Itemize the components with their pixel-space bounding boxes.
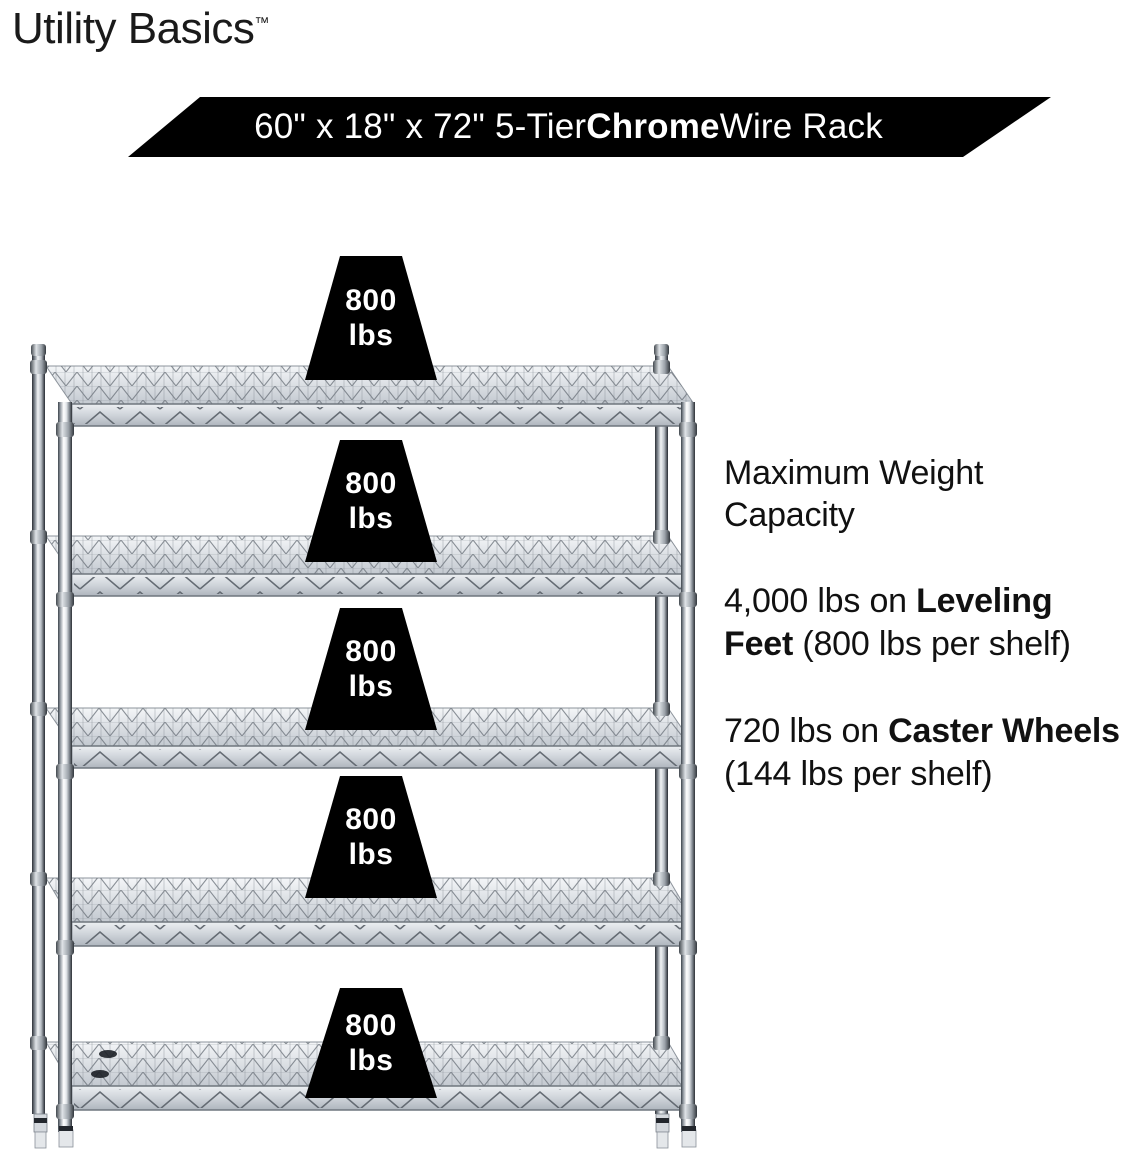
- leveling-foot-front-left: [58, 1129, 74, 1148]
- caster-tail: (144 lbs per shelf): [724, 754, 993, 793]
- leveling-feet-capacity: 4,000 lbs on Leveling Feet (800 lbs per …: [724, 580, 1123, 666]
- badge-unit: lbs: [348, 502, 394, 535]
- post-cap-rear-left: [31, 344, 46, 356]
- capacity-copy-block: Maximum Weight Capacity 4,000 lbs on Lev…: [724, 452, 1123, 796]
- leveling-feet: [33, 1113, 697, 1149]
- banner-title-prefix: 60" x 18" x 72" 5-Tier: [254, 107, 587, 146]
- post-cap-rear-right: [654, 344, 669, 356]
- brand-logo: Utility Basics™: [12, 4, 269, 54]
- caster-lead: 720 lbs on: [724, 711, 889, 750]
- badge-label: 800 lbs: [305, 440, 437, 562]
- leveling-emphasis: Leveling Feet: [724, 582, 1053, 664]
- product-title-banner: 60" x 18" x 72" 5-Tier Chrome Wire Rack: [0, 97, 1123, 157]
- post-collars: [30, 360, 697, 1119]
- badge-amount: 800: [345, 634, 397, 668]
- badge-trapezoid-shape: [305, 608, 437, 730]
- weight-badge-shelf-3: 800 lbs: [305, 608, 437, 730]
- badge-amount: 800: [345, 466, 397, 500]
- badge-label: 800 lbs: [305, 776, 437, 898]
- shelf-1: [45, 365, 695, 427]
- badge-trapezoid-shape: [305, 256, 437, 380]
- brand-name: Utility Basics: [12, 4, 255, 53]
- leveling-foot-rear-left: [34, 1131, 47, 1149]
- weight-badge-shelf-1: 800 lbs: [305, 256, 437, 380]
- badge-amount: 800: [345, 283, 397, 317]
- banner-title: 60" x 18" x 72" 5-Tier Chrome Wire Rack: [0, 97, 1123, 157]
- caster-wheels-capacity: 720 lbs on Caster Wheels (144 lbs per sh…: [724, 710, 1123, 796]
- badge-unit: lbs: [348, 838, 394, 871]
- leveling-foot-rear-right: [656, 1131, 669, 1149]
- banner-shape: [128, 97, 1051, 157]
- badge-amount: 800: [345, 802, 397, 836]
- badge-trapezoid-shape: [305, 988, 437, 1098]
- leveling-foot-front-right: [681, 1129, 697, 1148]
- trademark-symbol: ™: [254, 14, 270, 32]
- badge-trapezoid-shape: [305, 776, 437, 898]
- capacity-heading: Maximum Weight Capacity: [724, 454, 984, 535]
- banner-title-suffix: Wire Rack: [719, 107, 883, 146]
- shelf-4: [45, 877, 695, 947]
- badge-unit: lbs: [348, 670, 394, 703]
- post-rear-left: [32, 348, 45, 1114]
- badge-unit: lbs: [348, 1044, 394, 1077]
- badge-label: 800 lbs: [305, 988, 437, 1098]
- leveling-lead: 4,000 lbs on: [724, 582, 917, 621]
- leveling-tail: (800 lbs per shelf): [793, 625, 1071, 664]
- weight-badge-shelf-4: 800 lbs: [305, 776, 437, 898]
- badge-amount: 800: [345, 1008, 397, 1042]
- badge-label: 800 lbs: [305, 256, 437, 380]
- weight-badge-shelf-5: 800 lbs: [305, 988, 437, 1098]
- badge-unit: lbs: [348, 319, 394, 352]
- badge-label: 800 lbs: [305, 608, 437, 730]
- weight-badge-shelf-2: 800 lbs: [305, 440, 437, 562]
- banner-title-emphasis: Chrome: [586, 107, 720, 146]
- badge-trapezoid-shape: [305, 440, 437, 562]
- caster-emphasis: Caster Wheels: [888, 711, 1120, 750]
